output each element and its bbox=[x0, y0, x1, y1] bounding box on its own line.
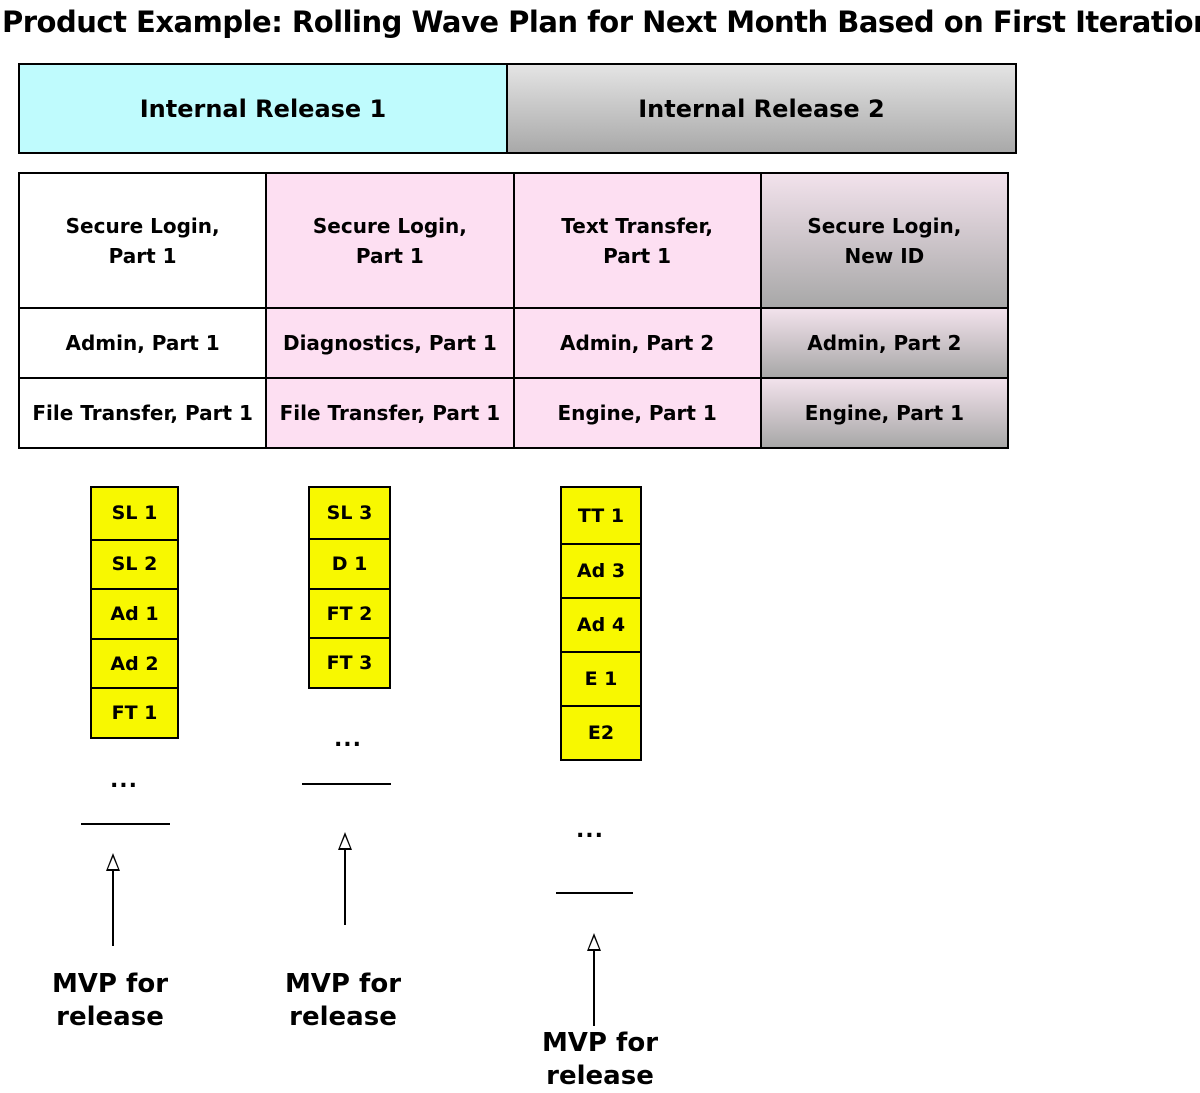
story-card: Ad 3 bbox=[562, 543, 640, 597]
feature-cell: File Transfer, Part 1 bbox=[265, 377, 515, 449]
story-card: E 1 bbox=[562, 651, 640, 705]
feature-cell: File Transfer, Part 1 bbox=[17, 377, 268, 449]
mvp-label: MVP for release bbox=[284, 969, 402, 1032]
arrow-up-icon bbox=[337, 832, 353, 925]
more-stories-ellipsis: ... bbox=[333, 727, 363, 752]
feature-cell: Secure Login, Part 1 bbox=[265, 171, 515, 310]
mvp-label: MVP for release bbox=[51, 969, 169, 1032]
more-stories-ellipsis: ... bbox=[575, 818, 605, 843]
feature-cell: Admin, Part 1 bbox=[17, 307, 268, 380]
backlog-stack-2: SL 3 D 1 FT 2 FT 3 bbox=[308, 486, 391, 689]
feature-cell: Text Transfer, Part 1 bbox=[512, 171, 762, 310]
story-card: SL 1 bbox=[111, 502, 158, 525]
feature-row: Admin, Part 1 Diagnostics, Part 1 Admin,… bbox=[17, 307, 1010, 380]
backlog-stack-1: SL 1 SL 2 Ad 1 Ad 2 FT 1 bbox=[90, 486, 179, 739]
story-card: FT 1 bbox=[92, 687, 177, 737]
release-1-header: Internal Release 1 bbox=[20, 65, 508, 152]
story-card: FT 2 bbox=[310, 587, 389, 638]
feature-cell: Admin, Part 2 bbox=[512, 307, 762, 380]
story-card: FT 3 bbox=[310, 637, 389, 687]
mvp-label: MVP for release bbox=[541, 1028, 659, 1091]
feature-row: Secure Login, Part 1 Secure Login, Part … bbox=[17, 171, 1010, 310]
story-card: E2 bbox=[562, 705, 640, 759]
story-card: SL 2 bbox=[92, 538, 177, 589]
story-card: TT 1 bbox=[577, 504, 625, 527]
mvp-cutline bbox=[81, 823, 170, 825]
feature-row: File Transfer, Part 1 File Transfer, Par… bbox=[17, 377, 1010, 449]
release-2-header: Internal Release 2 bbox=[508, 65, 1015, 152]
feature-cell: Engine, Part 1 bbox=[512, 377, 762, 449]
mvp-cutline bbox=[556, 892, 633, 894]
release-header: Internal Release 1 Internal Release 2 bbox=[18, 63, 1017, 154]
feature-cell: Secure Login, Part 1 bbox=[17, 171, 268, 310]
story-card: Ad 1 bbox=[92, 588, 177, 638]
story-card: D 1 bbox=[310, 538, 389, 588]
mvp-cutline bbox=[302, 783, 391, 785]
story-card: Ad 2 bbox=[92, 637, 177, 688]
arrow-up-icon bbox=[105, 853, 121, 946]
story-card: SL 3 bbox=[326, 502, 373, 525]
more-stories-ellipsis: ... bbox=[109, 768, 139, 793]
feature-cell: Engine, Part 1 bbox=[759, 377, 1010, 449]
arrow-up-icon bbox=[586, 933, 602, 1026]
diagram-title: Product Example: Rolling Wave Plan for N… bbox=[2, 5, 1200, 39]
feature-cell: Admin, Part 2 bbox=[759, 307, 1010, 380]
feature-grid: Secure Login, Part 1 Secure Login, Part … bbox=[17, 171, 1010, 449]
backlog-stack-3: TT 1 Ad 3 Ad 4 E 1 E2 bbox=[560, 486, 642, 761]
story-card: Ad 4 bbox=[562, 597, 640, 651]
feature-cell: Diagnostics, Part 1 bbox=[265, 307, 515, 380]
feature-cell: Secure Login, New ID bbox=[759, 171, 1010, 310]
